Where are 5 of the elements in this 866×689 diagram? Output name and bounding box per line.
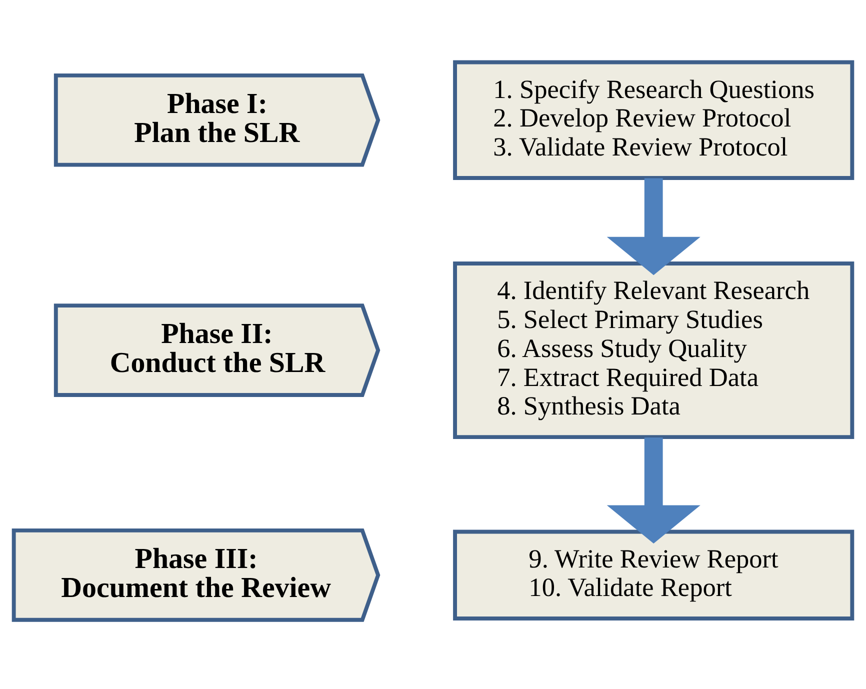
node-box: 9. Write Review Report 10. Validate Report xyxy=(453,529,854,620)
arrow xyxy=(606,178,700,275)
node-box: 1. Specify Research Questions 2. Develop Review Protocol 3. Validate Review Protocol xyxy=(453,60,854,180)
node-box: 4. Identify Relevant Research 5. Select Primary Studies 6. Assess Study Quality 7. Extract Required Data 8. Synthesis Data xyxy=(453,261,854,439)
arrow xyxy=(606,437,700,543)
